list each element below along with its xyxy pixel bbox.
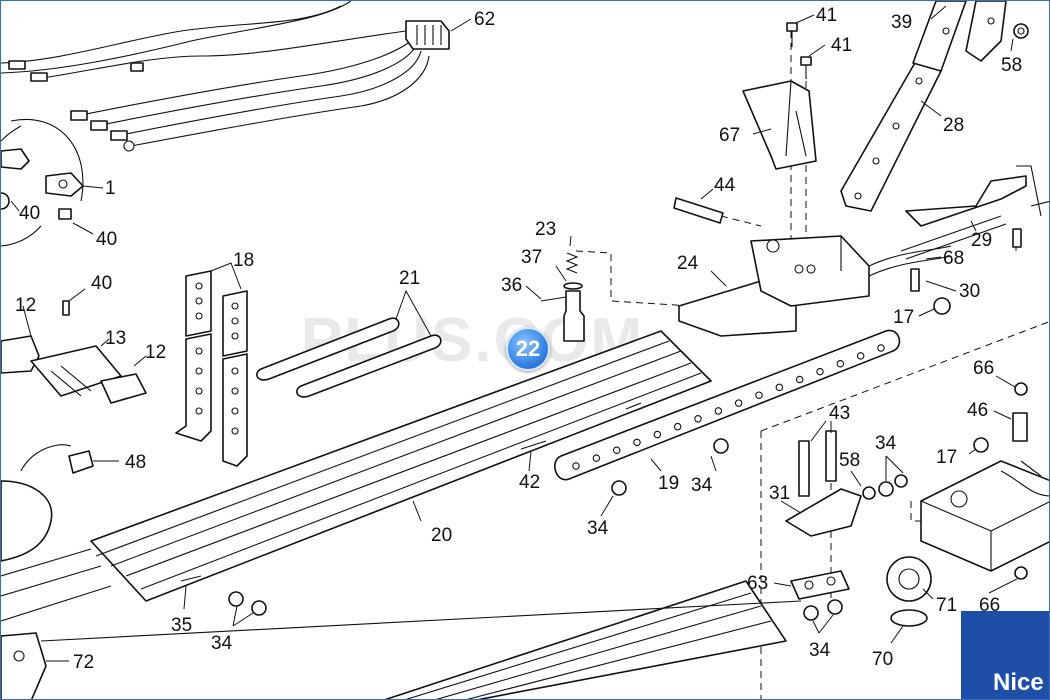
callout-66: 66 bbox=[979, 595, 1000, 616]
bar-hole bbox=[755, 391, 763, 399]
bar-hole bbox=[673, 422, 682, 431]
callout-17: 17 bbox=[893, 307, 914, 328]
callout-42: 42 bbox=[519, 472, 540, 493]
callout-13: 13 bbox=[105, 328, 126, 349]
bar-hole bbox=[775, 383, 784, 392]
callout-34: 34 bbox=[211, 633, 233, 654]
callout-37: 37 bbox=[521, 247, 542, 268]
detail-inset bbox=[1, 119, 84, 247]
callout-23: 23 bbox=[535, 219, 556, 240]
release-pin bbox=[540, 252, 585, 342]
callout-12: 12 bbox=[145, 342, 166, 363]
callout-46: 46 bbox=[967, 400, 988, 421]
callout-35: 35 bbox=[171, 615, 192, 636]
callout-21: 21 bbox=[399, 268, 420, 289]
callout-48: 48 bbox=[125, 452, 146, 473]
mounting-bracket bbox=[742, 22, 817, 170]
callout-29: 29 bbox=[971, 230, 992, 251]
callout-20: 20 bbox=[431, 525, 452, 546]
bar-hole bbox=[816, 367, 824, 376]
callout-17: 17 bbox=[936, 447, 957, 468]
bar-hole bbox=[633, 438, 641, 447]
callout-40: 40 bbox=[19, 203, 40, 224]
limit-switch-assembly bbox=[1, 300, 147, 404]
right-side-hardware bbox=[785, 382, 1049, 627]
brand-name: Nice bbox=[993, 669, 1044, 696]
bar-hole bbox=[836, 359, 845, 368]
brand-logo: Nice bbox=[961, 611, 1049, 699]
callout-67: 67 bbox=[719, 125, 740, 146]
callout-41: 41 bbox=[816, 5, 837, 26]
callout-58: 58 bbox=[839, 450, 860, 471]
wiring-harness bbox=[1, 1, 450, 152]
callout-40: 40 bbox=[91, 273, 112, 294]
callout-72: 72 bbox=[73, 652, 94, 673]
callout-66: 66 bbox=[973, 358, 994, 379]
bar-hole bbox=[653, 430, 662, 439]
callout-44: 44 bbox=[714, 175, 736, 196]
callout-62: 62 bbox=[474, 9, 495, 30]
part-number-badge[interactable]: 22 bbox=[506, 327, 550, 371]
callout-63: 63 bbox=[747, 573, 768, 594]
callout-18: 18 bbox=[233, 250, 254, 271]
perforated-bar bbox=[554, 329, 901, 481]
bar-hole bbox=[572, 462, 580, 470]
callout-70: 70 bbox=[872, 649, 893, 670]
callout-58: 58 bbox=[1001, 55, 1022, 76]
callout-30: 30 bbox=[959, 281, 980, 302]
bar-hole bbox=[612, 446, 621, 455]
bar-hole bbox=[877, 344, 885, 352]
part-callouts: 62 41 41 39 58 28 67 44 1 40 40 40 12 13… bbox=[15, 5, 1022, 673]
callout-68: 68 bbox=[943, 248, 964, 269]
nuts bbox=[228, 438, 843, 621]
bar-hole bbox=[856, 352, 865, 360]
callout-43: 43 bbox=[829, 403, 850, 424]
callout-19: 19 bbox=[658, 473, 679, 494]
connecting-arm bbox=[840, 1, 1029, 212]
callout-1: 1 bbox=[105, 178, 116, 199]
callout-28: 28 bbox=[943, 115, 964, 136]
callout-41: 41 bbox=[831, 35, 852, 56]
guide-strips bbox=[256, 317, 442, 398]
bar-hole bbox=[714, 407, 723, 415]
callout-12: 12 bbox=[15, 295, 36, 316]
bar-hole bbox=[795, 375, 804, 384]
lower-rail-section bbox=[384, 580, 787, 699]
callout-71: 71 bbox=[936, 595, 957, 616]
callout-31: 31 bbox=[769, 483, 790, 504]
main-rail bbox=[1, 330, 712, 622]
bar-hole bbox=[694, 415, 702, 423]
callout-34: 34 bbox=[809, 640, 831, 661]
callout-34: 34 bbox=[587, 518, 609, 539]
trolley-carriage bbox=[673, 165, 1049, 337]
bar-hole bbox=[592, 454, 601, 462]
callout-24: 24 bbox=[677, 253, 699, 274]
vertical-brackets bbox=[175, 270, 248, 467]
callout-36: 36 bbox=[501, 275, 522, 296]
motor-housing bbox=[1, 444, 802, 699]
callout-34: 34 bbox=[691, 475, 713, 496]
callout-40: 40 bbox=[96, 229, 117, 250]
callout-39: 39 bbox=[891, 12, 912, 33]
leader-lines bbox=[10, 5, 1018, 662]
bar-hole bbox=[734, 399, 743, 407]
callout-34: 34 bbox=[875, 433, 897, 454]
